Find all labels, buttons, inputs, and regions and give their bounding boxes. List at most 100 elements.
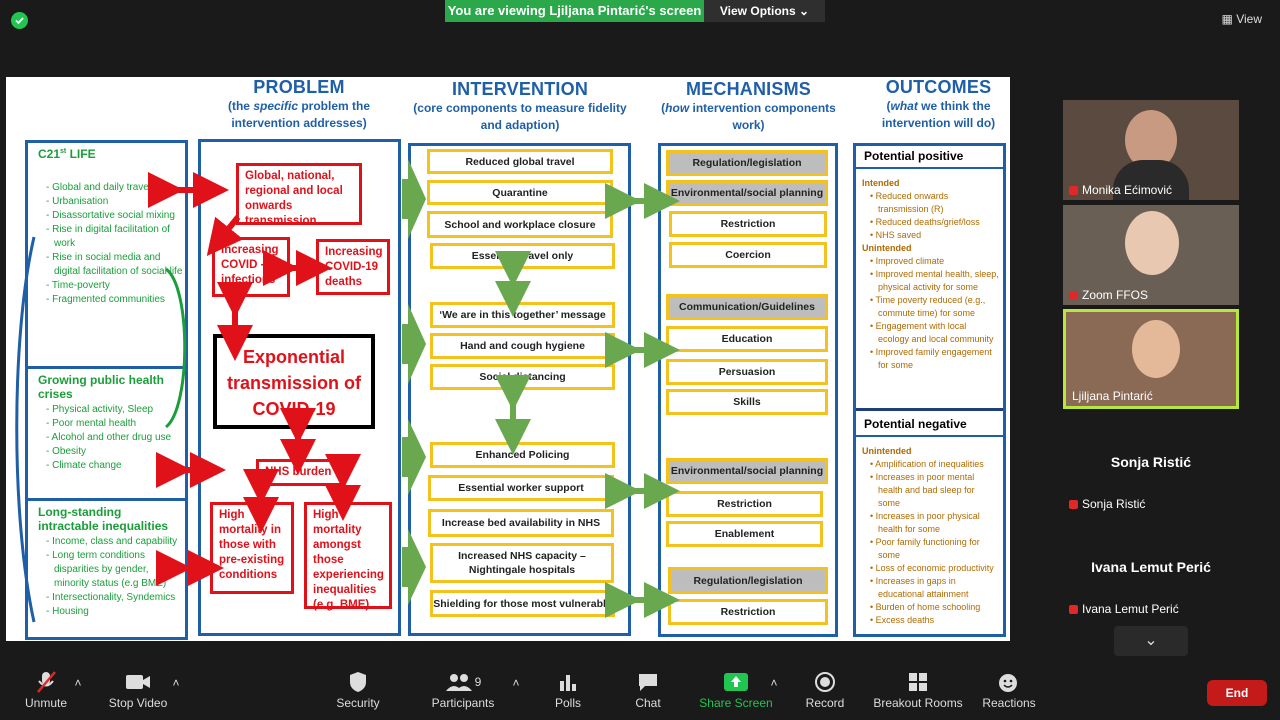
muted-mic-icon [1069, 291, 1078, 301]
outcome-item: • Amplification of inequalities [870, 459, 984, 469]
context-inequalities: Long-standing intractable inequalities -… [28, 501, 185, 637]
intervention-title: INTERVENTION [451, 79, 589, 99]
context-item: - Income, class and capability [46, 536, 178, 547]
polls-button[interactable]: Polls [548, 668, 588, 710]
intervention-item: Reduced global travel [427, 149, 613, 174]
security-shield-icon[interactable] [11, 12, 28, 29]
polls-label: Polls [554, 696, 581, 710]
chat-bubble-icon [628, 668, 668, 696]
intervention-item: Hand and cough hygiene [430, 333, 615, 359]
stop-video-label: Stop Video [108, 696, 168, 710]
breakout-rooms-button[interactable]: Breakout Rooms [872, 668, 964, 710]
negative-title: Potential negative [856, 414, 1003, 437]
mechanism-item: Restriction [666, 491, 823, 517]
view-button[interactable]: ▦ View [1222, 12, 1262, 26]
mechanisms-subtitle: (how intervention components work) [661, 101, 836, 132]
participants-button[interactable]: 9 Participants [428, 668, 498, 710]
participant-tile[interactable]: Sonja Ristić Sonja Ristić [1063, 414, 1239, 514]
mechanism-item: Skills [666, 389, 828, 415]
outcomes-positive-panel: Potential positive Intended • Reduced on… [856, 146, 1003, 411]
audio-options-caret-icon[interactable]: ˄ [74, 676, 82, 690]
positive-unintended-label: Unintended [862, 243, 912, 253]
end-meeting-button[interactable]: End [1207, 680, 1267, 706]
breakout-rooms-icon [872, 668, 964, 696]
unmute-label: Unmute [24, 696, 68, 710]
video-options-caret-icon[interactable]: ˄ [172, 676, 180, 690]
record-label: Record [805, 696, 845, 710]
stop-video-button[interactable]: Stop Video [106, 668, 170, 710]
outcomes-header: OUTCOMES (what we think the intervention… [861, 77, 1010, 132]
participant-name: Sonja Ristić [1069, 497, 1145, 511]
participant-tile[interactable]: Monika Ećimović [1063, 100, 1239, 200]
outcome-item: • Burden of home schooling [870, 602, 981, 612]
positive-title: Potential positive [856, 146, 1003, 169]
participants-options-caret-icon[interactable]: ˄ [512, 676, 520, 690]
share-screen-button[interactable]: Share Screen [698, 668, 774, 710]
video-face [1132, 320, 1180, 378]
view-options-label: View Options [719, 4, 796, 18]
problem-high1-box: High mortality in those with pre-existin… [210, 502, 294, 594]
mechanism-item: Restriction [668, 599, 828, 625]
outcomes-negative-panel: Potential negative Unintended • Amplific… [856, 414, 1003, 634]
participant-tile[interactable]: Zoom FFOS [1063, 205, 1239, 305]
context-c21: C21st LIFE - Global and daily travel - U… [28, 143, 185, 369]
participant-name-text: Ljiljana Pintarić [1072, 389, 1153, 403]
participants-count: 9 [474, 675, 482, 689]
active-speaker-tile[interactable]: Ljiljana Pintarić [1063, 309, 1239, 409]
problem-column [198, 139, 401, 636]
context-inequalities-title: Long-standing intractable inequalities [38, 505, 169, 533]
shield-icon [334, 668, 382, 696]
share-screen-icon [698, 668, 774, 696]
outcomes-sub-post: we think the intervention will do) [881, 99, 996, 130]
security-button[interactable]: Security [334, 668, 382, 710]
gallery-scroll-down-chevron-icon[interactable]: ⌄ [1114, 626, 1188, 656]
outcome-item: • Improved mental health, sleep, physica… [870, 269, 999, 292]
view-options-button[interactable]: View Options ⌄ [704, 0, 825, 22]
muted-mic-icon [20, 668, 72, 696]
reactions-button[interactable]: Reactions [982, 668, 1036, 710]
participant-name-text: Ivana Lemut Perić [1082, 602, 1179, 616]
context-item: - Time-poverty [46, 280, 110, 291]
chat-button[interactable]: Chat [628, 668, 668, 710]
top-bar: You are viewing Ljiljana Pintarić's scre… [0, 0, 1280, 40]
participants-label: Participants [431, 696, 495, 710]
problem-global-box: Global, national, regional and local onw… [236, 163, 362, 227]
participant-tile[interactable]: Ivana Lemut Perić Ivana Lemut Perić [1063, 519, 1239, 619]
video-face [1125, 211, 1179, 275]
mechanisms-title: MECHANISMS [685, 79, 811, 99]
grid-icon: ▦ [1221, 12, 1233, 26]
diagram-arrows [15, 159, 680, 623]
outcome-item: • Reduced onwards transmission (R) [870, 191, 949, 214]
muted-mic-icon [1069, 186, 1078, 196]
outcome-item: • Reduced deaths/grief/loss [870, 217, 980, 227]
outcome-item: • Improved climate [870, 256, 945, 266]
context-column: C21st LIFE - Global and daily travel - U… [25, 140, 188, 640]
share-options-caret-icon[interactable]: ˄ [770, 676, 778, 690]
context-item: - Long term conditions disparities by ge… [46, 550, 167, 589]
outcome-item: • Increases in poor physical health for … [870, 511, 980, 534]
participants-icon: 9 [428, 668, 498, 696]
chevron-down-icon: ⌄ [799, 4, 810, 18]
intervention-item: Increase bed availability in NHS [428, 509, 614, 537]
meeting-toolbar: Unmute ˄ Stop Video ˄ Security 9 Partici… [0, 660, 1280, 720]
context-item: - Obesity [46, 446, 87, 457]
mechanism-item: Restriction [669, 211, 827, 237]
context-item: - Urbanisation [46, 196, 109, 207]
chat-label: Chat [635, 696, 661, 710]
outcome-item: • Improved family engagement for some [870, 347, 992, 370]
participant-name: Monika Ećimović [1069, 183, 1172, 197]
problem-sub-pre: (the [227, 99, 254, 113]
context-item: - Rise in digital facilitation of work [46, 224, 170, 249]
mechanism-item: Regulation/legislation [668, 567, 828, 594]
record-button[interactable]: Record [802, 668, 848, 710]
intervention-subtitle: (core components to measure fidelity and… [413, 101, 627, 132]
context-item: - Housing [46, 606, 89, 617]
mechanism-item: Coercion [669, 242, 827, 268]
problem-header: PROBLEM (the specific problem the interv… [206, 77, 392, 132]
context-item: - Rise in social media and digital facil… [46, 252, 183, 277]
outcome-item: • Increases in poor mental health and ba… [870, 472, 975, 508]
context-health: Growing public health crises - Physical … [28, 369, 185, 501]
outcomes-sub-em: what [890, 99, 918, 113]
problem-subtitle: (the specific problem the intervention a… [206, 98, 392, 132]
unmute-button[interactable]: Unmute [20, 668, 72, 710]
